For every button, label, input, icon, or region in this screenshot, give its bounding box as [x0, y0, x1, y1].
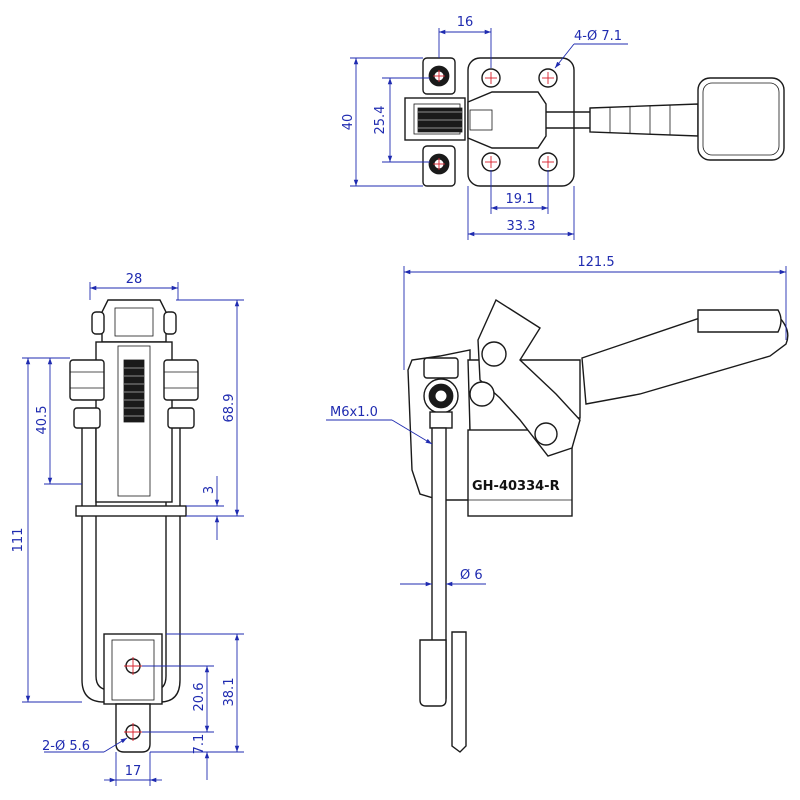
dim-front-hole-spec: 2-Ø 5.6	[42, 739, 90, 754]
top-mounting-holes	[433, 68, 558, 172]
dim-top-hole-spec: 4-Ø 7.1	[574, 29, 622, 44]
dim-side-121-5: 121.5	[577, 255, 614, 270]
side-bottom-hook	[419, 639, 447, 707]
top-handle-end	[697, 77, 785, 161]
side-lever	[477, 298, 581, 457]
dim-front-20-6: 20.6	[192, 683, 207, 712]
dim-side-rod-dia: Ø 6	[460, 568, 483, 583]
dim-front-40-5: 40.5	[35, 406, 50, 435]
top-view: 16 4-Ø 7.1 40 25.4 19.1 33.3	[341, 15, 785, 240]
dim-top-19-1: 19.1	[506, 192, 535, 207]
top-arm	[467, 91, 547, 149]
front-side-nuts	[69, 359, 199, 429]
dim-front-28: 28	[126, 272, 143, 287]
top-coupling	[417, 107, 463, 133]
side-view: GH-40334-R 121.5 M6x1.0 Ø 6	[326, 255, 789, 753]
dim-top-40: 40	[341, 114, 356, 131]
dim-front-3: 3	[202, 486, 217, 494]
top-handle-grip	[589, 103, 699, 137]
front-serrated-column	[123, 359, 145, 423]
model-label: GH-40334-R	[472, 479, 560, 494]
front-base-rail	[75, 505, 187, 517]
dim-top-25-4: 25.4	[373, 106, 388, 135]
dim-front-7-1: 7.1	[192, 734, 207, 755]
dim-top-33-3: 33.3	[507, 219, 536, 234]
thread-spec: M6x1.0	[330, 405, 378, 420]
dim-front-38-1: 38.1	[222, 678, 237, 707]
dim-front-111: 111	[11, 528, 26, 553]
dim-front-17: 17	[125, 764, 142, 779]
side-spindle-nut	[423, 357, 459, 429]
dim-front-68-9: 68.9	[222, 394, 237, 423]
dim-top-16: 16	[457, 15, 474, 30]
front-view: 28 68.9 3 40.5 111 38.1 20.6 7.1 2-Ø 5.6	[11, 272, 244, 786]
